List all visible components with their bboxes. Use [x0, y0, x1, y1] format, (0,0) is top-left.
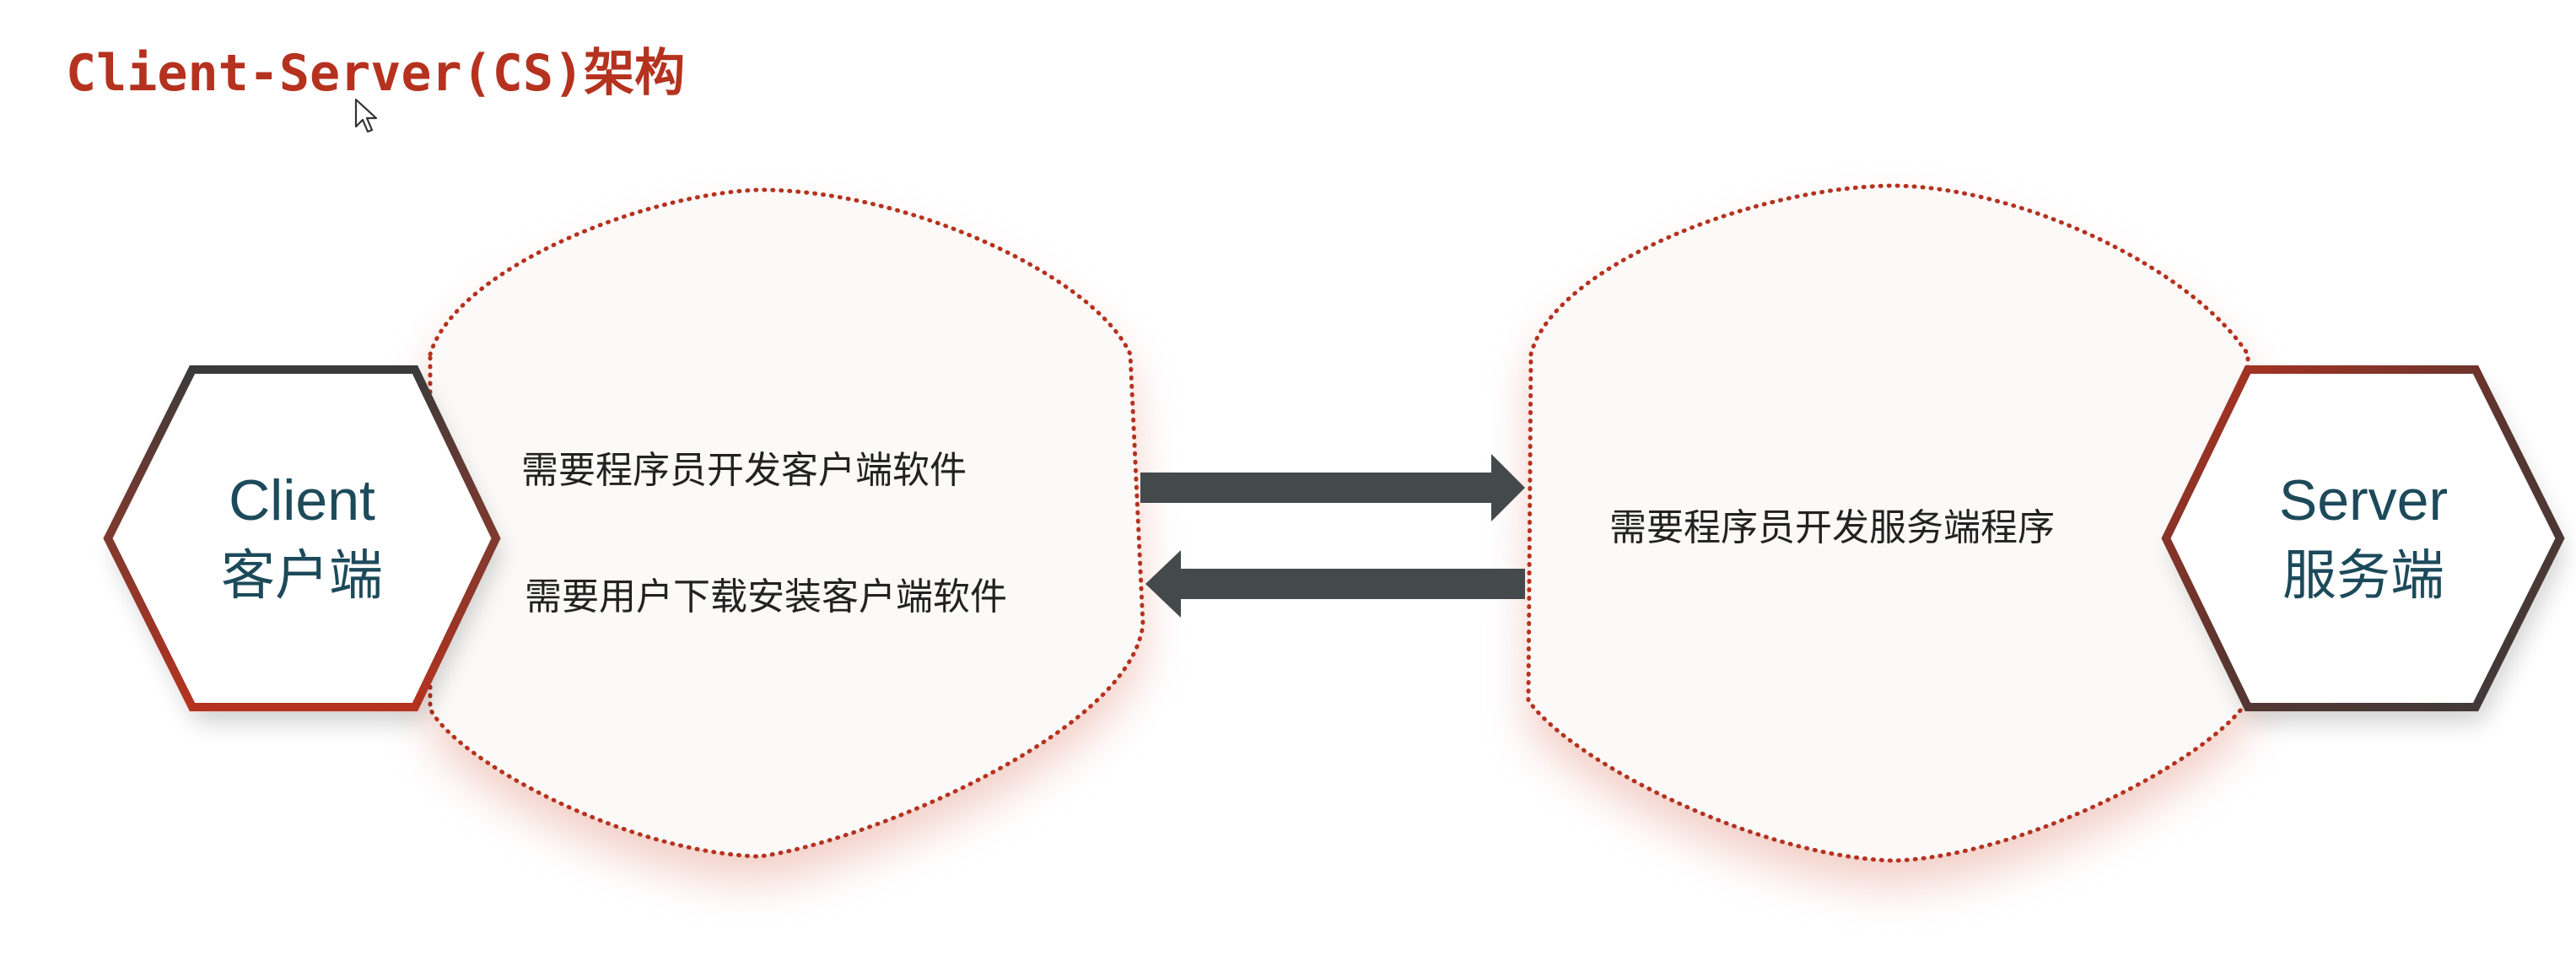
- server-name-zh: 服务端: [2282, 545, 2444, 608]
- client-note-develop: 需要程序员开发客户端软件: [521, 449, 967, 492]
- cursor-pointer-icon: [354, 98, 378, 133]
- client-name-en: Client: [229, 468, 375, 532]
- page-title: Client-Server(CS)架构: [66, 44, 686, 103]
- client-blob: [428, 187, 1145, 882]
- client-note-install: 需要用户下载安装客户端软件: [525, 575, 1007, 618]
- server-blob: [1526, 183, 2250, 886]
- server-name-en: Server: [2279, 468, 2448, 532]
- client-name-zh: 客户端: [221, 545, 383, 608]
- client-hexagon: Client 客户端: [103, 365, 501, 722]
- arrow-right-icon: [1140, 454, 1525, 521]
- server-note-develop: 需要程序员开发服务端程序: [1609, 506, 2055, 549]
- arrow-left-icon: [1145, 550, 1525, 618]
- server-hexagon: Server 服务端: [2161, 365, 2565, 722]
